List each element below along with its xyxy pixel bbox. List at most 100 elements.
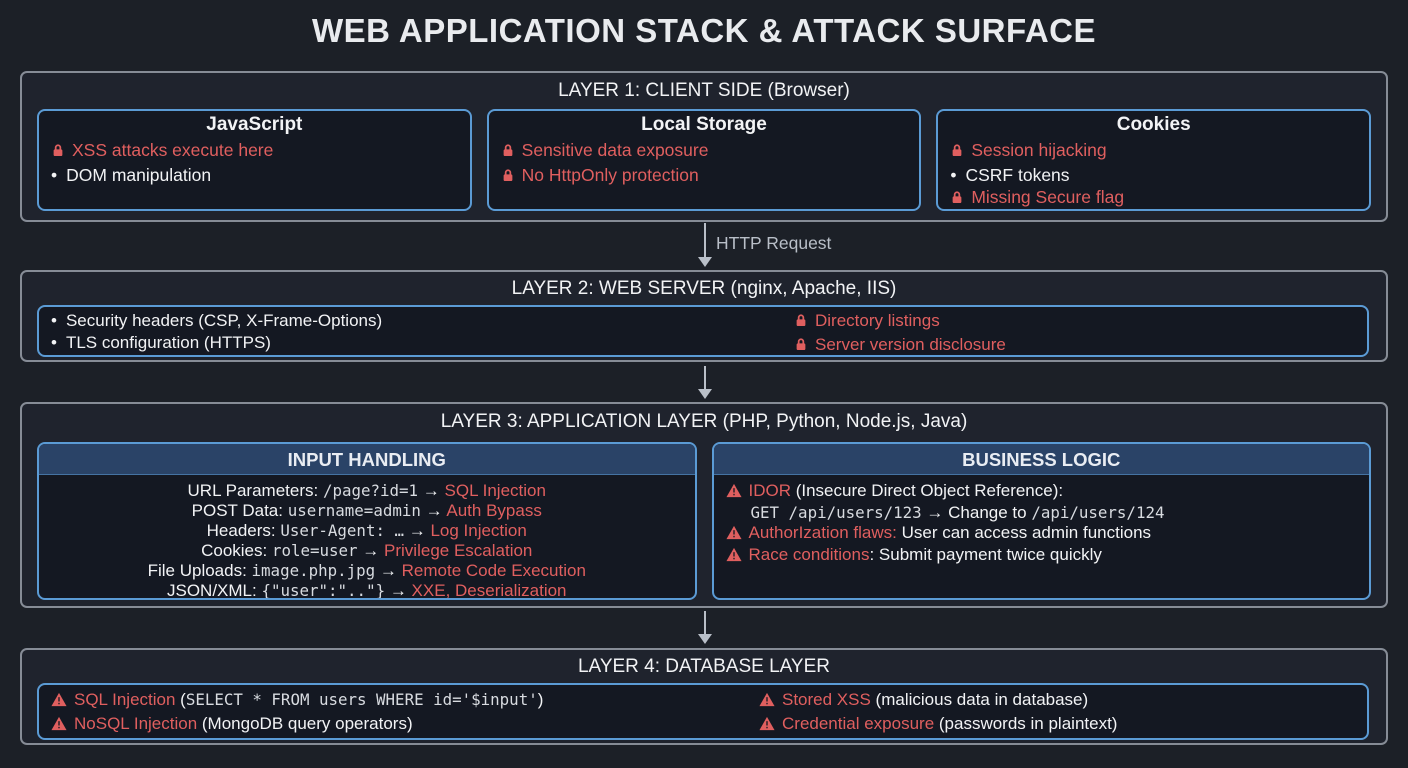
text-segment: User-Agent: …: [280, 520, 404, 540]
bullet-point: •: [51, 332, 57, 352]
text-segment: Sensitive data exposure: [521, 140, 709, 160]
text-segment: →: [418, 481, 445, 500]
diagram-line: Stored XSS (malicious data in database): [759, 689, 1117, 713]
page-title: WEB APPLICATION STACK & ATTACK SURFACE: [311, 12, 1097, 49]
arrow-head-icon: [698, 634, 712, 644]
text-segment: Log Injection: [430, 520, 527, 540]
input-handling-lines: URL Parameters: /page?id=1 → SQL Injecti…: [39, 475, 695, 600]
diagram-line: XSS attacks execute here: [51, 139, 462, 164]
text-segment: GET /api/users/123: [750, 502, 922, 522]
text-segment: username=admin: [287, 500, 421, 520]
text-segment: URL Parameters:: [187, 481, 323, 500]
lock-icon: [794, 336, 808, 358]
text-segment: Auth Bypass: [446, 500, 542, 520]
lock-icon: [51, 141, 65, 164]
layer4-database-panel: LAYER 4: DATABASE LAYER SQL Injection (S…: [20, 648, 1388, 745]
text-segment: SQL Injection: [74, 690, 176, 709]
text-segment: (: [175, 690, 186, 709]
text-segment: Remote Code Execution: [401, 560, 586, 580]
javascript-box-lines: XSS attacks execute here • DOM manipulatio…: [39, 136, 470, 186]
diagram-line: URL Parameters: /page?id=1 → SQL Injecti…: [49, 481, 685, 501]
warning-icon: [759, 715, 775, 737]
diagram-line: Cookies: role=user → Privilege Escalatio…: [49, 541, 685, 561]
arrow-line: [704, 223, 706, 260]
text-segment: →: [420, 500, 447, 520]
text-segment: /api/users/124: [1031, 502, 1165, 522]
arrow-line: [704, 366, 706, 392]
text-segment: (Insecure Direct Object Reference):: [791, 481, 1064, 500]
text-segment: Privilege Escalation: [384, 540, 533, 560]
cookies-box-title: Cookies: [1116, 114, 1191, 135]
warning-icon: [725, 483, 742, 503]
text-segment: (MongoDB query operators): [197, 713, 413, 733]
layer1-client-side-panel: LAYER 1: CLIENT SIDE (Browser) JavaScrip…: [20, 71, 1388, 222]
text-segment: DOM manipulation: [66, 164, 212, 185]
diagram-line: • TLS configuration (HTTPS): [51, 332, 1367, 354]
text-segment: Server version disclosure: [815, 334, 1006, 354]
local-storage-box-lines: Sensitive data exposure No HttpOnly prote…: [489, 136, 920, 188]
text-segment: (malicious data in database): [870, 690, 1089, 709]
text-segment: (passwords in plaintext): [934, 713, 1118, 733]
text-segment: TLS configuration (HTTPS): [65, 332, 271, 352]
javascript-box-title: JavaScript: [206, 114, 303, 135]
text-segment: User can access admin functions: [896, 522, 1152, 542]
text-segment: →: [375, 560, 402, 580]
text-segment: Credential exposure: [782, 713, 935, 733]
lock-icon: [501, 166, 515, 189]
bullet-point: •: [950, 164, 957, 185]
layer2-title: LAYER 2: WEB SERVER (nginx, Apache, IIS): [511, 278, 897, 299]
layer2-web-server-panel: LAYER 2: WEB SERVER (nginx, Apache, IIS)…: [20, 270, 1388, 362]
text-segment: →: [385, 580, 412, 600]
text-segment: No HttpOnly protection: [521, 164, 699, 185]
text-segment: image.php.jpg: [251, 560, 376, 580]
bullet-point: •: [51, 164, 58, 185]
flow-arrow-2: [697, 366, 713, 399]
text-segment: SELECT * FROM users WHERE id='$input': [185, 690, 538, 709]
diagram-line: Race conditions: Submit payment twice qu…: [725, 544, 1360, 567]
warning-icon: [759, 691, 775, 713]
diagram-line: POST Data: username=admin → Auth Bypass: [49, 501, 685, 521]
javascript-box: JavaScript XSS attacks execute here • DOM …: [37, 109, 472, 211]
diagram-line: •Security headers (CSP, X-Frame-Options): [51, 310, 1367, 332]
layer3-title: LAYER 3: APPLICATION LAYER (PHP, Python,…: [440, 411, 968, 432]
input-handling-box: INPUT HANDLING URL Parameters: /page?id=…: [37, 442, 697, 600]
text-segment: → Change to: [921, 502, 1032, 522]
warning-icon: [51, 715, 67, 737]
diagram-line: Headers: User-Agent: … → Log Injection: [49, 521, 685, 541]
warning-icon: [725, 547, 742, 567]
diagram-line: • CSRF tokens: [950, 164, 1361, 187]
text-segment: JSON/XML:: [166, 580, 262, 600]
business-logic-lines: IDOR (Insecure Direct Object Reference):…: [714, 475, 1370, 567]
text-segment: Missing Secure flag: [971, 187, 1125, 207]
text-segment: ): [537, 690, 544, 709]
text-segment: File Uploads:: [147, 560, 252, 580]
text-segment: CSRF tokens: [965, 164, 1070, 185]
http-request-label: HTTP Request: [716, 233, 832, 253]
diagram-line: NoSQL Injection (MongoDB query operators…: [51, 713, 1367, 737]
text-segment: Headers:: [206, 520, 281, 540]
text-segment: : Submit payment twice quickly: [869, 544, 1102, 564]
text-segment: Stored XSS: [782, 690, 871, 709]
text-segment: Directory listings: [815, 311, 940, 330]
text-segment: XXE, Deserialization: [411, 580, 567, 600]
diagram-line: Session hijacking: [950, 139, 1361, 164]
text-segment: POST Data:: [191, 500, 288, 520]
text-segment: →: [403, 520, 431, 540]
lock-icon: [501, 141, 515, 164]
local-storage-box-title: Local Storage: [641, 114, 767, 135]
text-segment: IDOR: [748, 481, 792, 500]
text-segment: {"user":".."}: [261, 580, 386, 600]
layer2-box: •Security headers (CSP, X-Frame-Options)…: [37, 305, 1369, 357]
diagram-line: Sensitive data exposure: [501, 139, 912, 164]
text-segment: XSS attacks execute here: [72, 140, 274, 160]
input-handling-header: INPUT HANDLING: [39, 444, 695, 475]
text-segment: role=user: [271, 540, 358, 560]
layer1-title: LAYER 1: CLIENT SIDE (Browser): [558, 80, 850, 101]
text-segment: /page?id=1: [322, 481, 419, 500]
warning-icon: [725, 525, 742, 545]
text-segment: →: [357, 540, 385, 560]
text-segment: Race conditions: [748, 544, 870, 564]
diagram-line: AuthorIzation flaws: User can access adm…: [725, 522, 1360, 545]
